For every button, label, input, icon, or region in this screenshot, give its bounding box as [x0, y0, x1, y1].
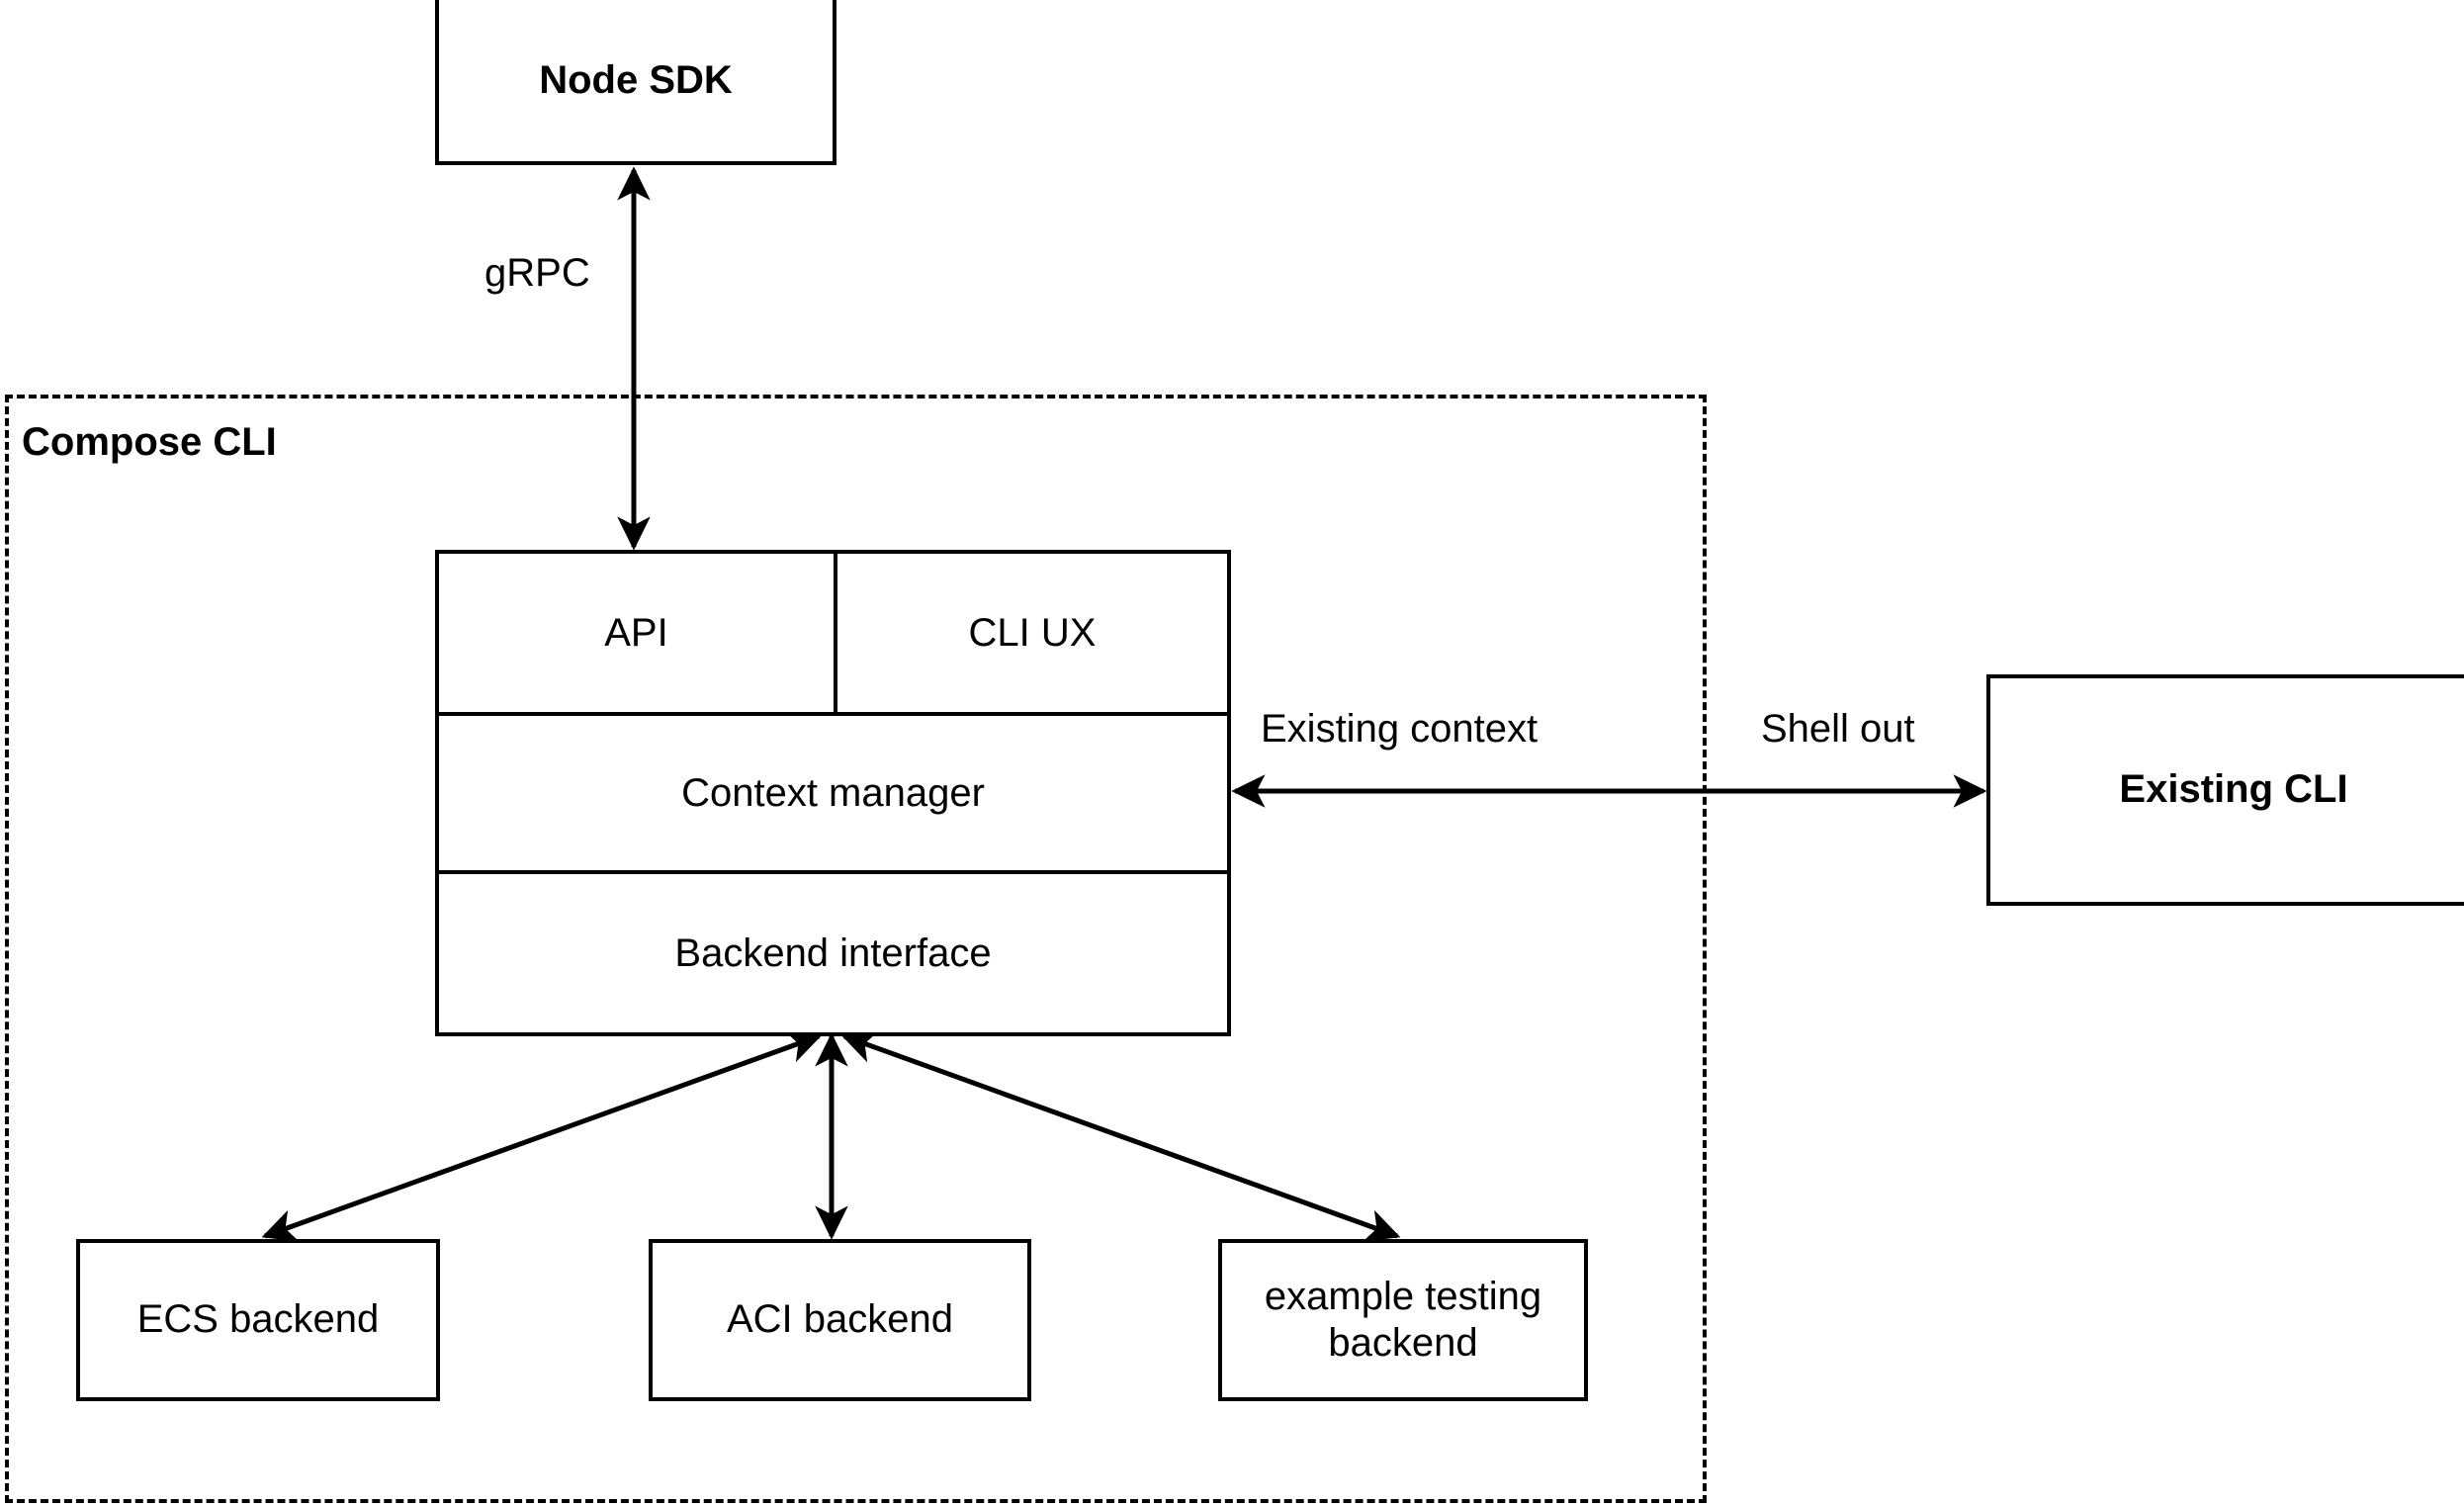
compose-cli-core-stack: API CLI UX Context manager Backend inter…: [435, 550, 1231, 1036]
stack-cell-backend-interface-label: Backend interface: [674, 931, 992, 975]
edge-label-existing-context: Existing context: [1261, 707, 1539, 751]
node-aci-backend[interactable]: ACI backend: [649, 1239, 1031, 1401]
node-example-testing-backend[interactable]: example testing backend: [1218, 1239, 1588, 1401]
node-aci-backend-label: ACI backend: [726, 1297, 954, 1342]
stack-cell-cli-ux-label: CLI UX: [968, 610, 1097, 655]
stack-cell-api-label: API: [604, 610, 668, 655]
stack-cell-backend-interface[interactable]: Backend interface: [439, 874, 1227, 1032]
stack-cell-context-manager[interactable]: Context manager: [439, 716, 1227, 870]
node-example-testing-backend-label: example testing backend: [1264, 1274, 1542, 1365]
edge-label-grpc: gRPC: [484, 251, 590, 295]
node-node-sdk[interactable]: Node SDK: [435, 0, 836, 165]
stack-row-context-manager: Context manager: [439, 712, 1227, 870]
group-compose-cli-label: Compose CLI: [22, 420, 277, 464]
node-ecs-backend-label: ECS backend: [136, 1297, 380, 1342]
stack-row-api-cliux: API CLI UX: [439, 554, 1227, 712]
node-node-sdk-label: Node SDK: [539, 57, 733, 102]
stack-row-backend-interface: Backend interface: [439, 870, 1227, 1032]
node-ecs-backend[interactable]: ECS backend: [76, 1239, 440, 1401]
node-existing-cli[interactable]: Existing CLI: [1986, 674, 2464, 906]
stack-cell-context-manager-label: Context manager: [681, 770, 985, 815]
stack-cell-api[interactable]: API: [439, 554, 834, 712]
edge-label-shell-out: Shell out: [1761, 707, 1915, 751]
node-existing-cli-label: Existing CLI: [2119, 767, 2348, 812]
group-compose-cli: [5, 395, 1707, 1503]
stack-cell-cli-ux[interactable]: CLI UX: [834, 554, 1227, 712]
